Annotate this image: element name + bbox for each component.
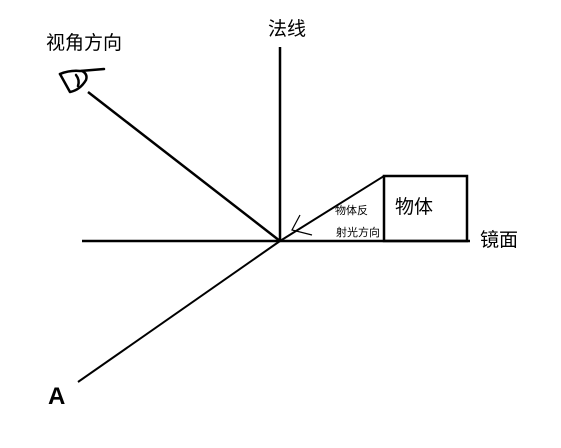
eye-icon [58,67,106,94]
view-direction-line [87,91,281,242]
object-box [382,174,469,243]
reflected-light-label-line2: 射光方向 [336,226,380,239]
reflected-light-line [279,175,385,242]
object-label: 物体 [395,196,434,218]
normal-label: 法线 [268,18,307,40]
arrow-mark-icon [291,214,313,236]
mirror-label: 镜面 [480,229,519,251]
point-a-label: A [48,383,66,410]
virtual-image-line [77,240,281,383]
view-direction-label: 视角方向 [46,32,123,54]
reflected-light-label-line1: 物体反 [335,204,368,217]
